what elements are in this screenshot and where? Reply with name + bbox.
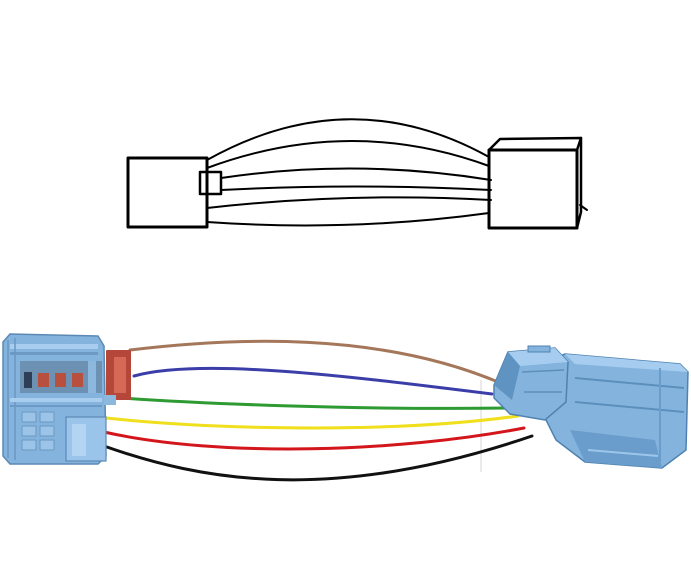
left-connector-latch-inner bbox=[114, 357, 126, 393]
sketch-wire bbox=[220, 167, 492, 181]
photo-wires bbox=[102, 339, 534, 482]
sketch-wire bbox=[206, 212, 490, 227]
left-connector-grid-cell bbox=[39, 439, 55, 451]
sketch-right-connector-side-face bbox=[575, 136, 583, 230]
right-connector-plug-rib bbox=[521, 369, 565, 373]
right-connector-slide bbox=[570, 430, 662, 468]
sketch-diagram bbox=[126, 118, 588, 230]
left-connector-lower-rib bbox=[10, 405, 102, 407]
sketch-wire bbox=[220, 185, 492, 191]
wire-red bbox=[102, 426, 526, 451]
wire-yellow bbox=[104, 414, 520, 430]
left-connector-slot bbox=[24, 372, 32, 388]
right-connector-plug-side-face bbox=[494, 352, 520, 400]
left-connector-grid bbox=[21, 411, 55, 451]
photo-harness bbox=[2, 333, 689, 482]
left-connector-pin-slot bbox=[55, 373, 66, 387]
sketch-wire bbox=[206, 140, 490, 169]
right-connector-plug-notch bbox=[527, 345, 551, 353]
wire-black bbox=[102, 434, 534, 482]
left-connector bbox=[2, 333, 131, 465]
sketch-wire bbox=[206, 196, 492, 209]
right-connector bbox=[493, 345, 689, 469]
left-connector-grid-cell bbox=[39, 411, 55, 423]
right-connector-body-rib bbox=[574, 401, 685, 413]
left-connector-pin-slot bbox=[38, 373, 49, 387]
wire-green bbox=[106, 395, 512, 410]
right-connector-plug-top-face bbox=[508, 348, 568, 366]
left-connector-grid-cell bbox=[21, 411, 37, 423]
sketch-wire bbox=[206, 118, 490, 161]
left-connector-lower-rib bbox=[10, 398, 102, 402]
sketch-left-connector bbox=[126, 156, 209, 229]
wire-blue bbox=[132, 366, 494, 396]
left-connector-grid-cell bbox=[39, 425, 55, 437]
sketch-right-connector-top-face bbox=[487, 136, 583, 152]
sketch-right-connector bbox=[487, 136, 588, 230]
left-connector-grid-cell bbox=[21, 439, 37, 451]
wire-brown bbox=[128, 339, 507, 387]
left-connector-latch-foot bbox=[104, 395, 116, 405]
left-connector-grid-cell bbox=[21, 425, 37, 437]
left-connector-top-rib bbox=[10, 344, 98, 349]
sketch-left-connector-port bbox=[198, 170, 223, 196]
left-connector-pin-slot bbox=[72, 373, 83, 387]
sketch-right-connector-front-face bbox=[487, 148, 579, 230]
left-connector-top-rib bbox=[10, 352, 98, 355]
right-connector-body-rib bbox=[574, 377, 685, 389]
left-connector-lock-tab-face bbox=[72, 424, 86, 456]
sketch-wires bbox=[206, 118, 492, 227]
right-connector-body-top-face bbox=[565, 354, 688, 372]
right-connector-slide-edge bbox=[587, 449, 659, 457]
sketch-right-connector-tick bbox=[579, 204, 588, 211]
left-connector-divider bbox=[88, 361, 96, 393]
